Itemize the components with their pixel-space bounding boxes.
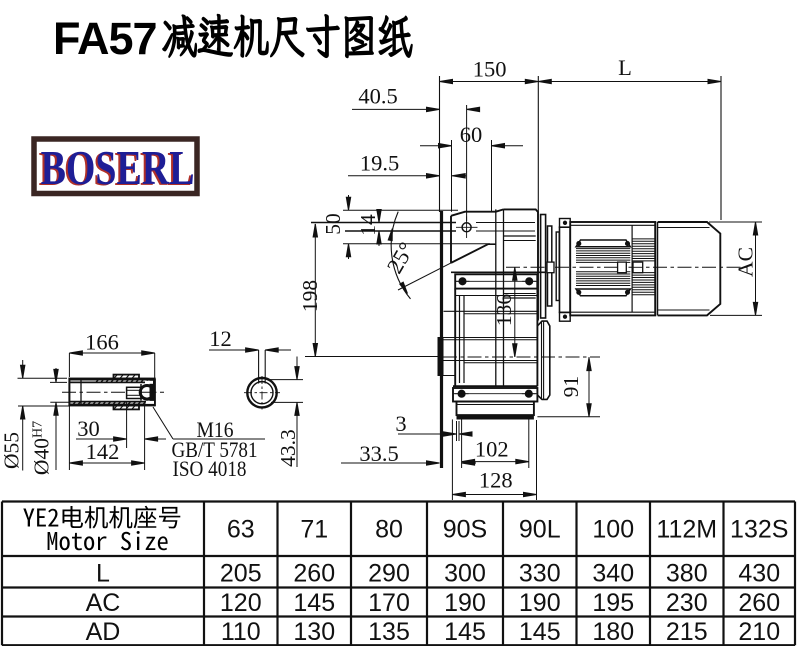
- svg-text:102: 102: [475, 437, 509, 462]
- svg-text:14: 14: [356, 214, 380, 236]
- svg-text:60: 60: [460, 122, 483, 147]
- svg-text:135: 135: [368, 618, 410, 646]
- svg-text:190: 190: [519, 589, 561, 617]
- svg-text:180: 180: [592, 618, 634, 646]
- svg-text:145: 145: [519, 618, 561, 646]
- svg-text:145: 145: [444, 618, 486, 646]
- svg-text:BOSERL: BOSERL: [41, 140, 195, 195]
- svg-text:ISO 4018: ISO 4018: [173, 456, 247, 481]
- svg-text:Ø55: Ø55: [0, 432, 24, 469]
- svg-text:50: 50: [321, 213, 345, 235]
- svg-text:71: 71: [300, 516, 328, 544]
- svg-text:43.3: 43.3: [276, 429, 300, 467]
- svg-text:GB/T 5781: GB/T 5781: [172, 437, 258, 462]
- svg-text:210: 210: [738, 618, 780, 646]
- svg-text:AC: AC: [86, 589, 121, 617]
- svg-text:BOSERL: BOSERL: [39, 141, 193, 196]
- svg-text:166: 166: [85, 330, 119, 355]
- svg-text:M16: M16: [197, 417, 234, 442]
- svg-text:110: 110: [221, 618, 261, 646]
- svg-text:150: 150: [473, 57, 507, 82]
- svg-text:112M: 112M: [656, 516, 717, 544]
- svg-text:260: 260: [293, 560, 335, 588]
- svg-text:430: 430: [738, 560, 780, 588]
- svg-text:380: 380: [666, 560, 708, 588]
- svg-text:3: 3: [395, 411, 406, 436]
- svg-text:L: L: [618, 55, 632, 80]
- svg-text:195: 195: [592, 589, 634, 617]
- svg-text:33.5: 33.5: [359, 441, 398, 466]
- svg-text:260: 260: [738, 589, 780, 617]
- svg-text:91: 91: [559, 376, 583, 398]
- svg-text:30: 30: [77, 416, 100, 441]
- svg-text:80: 80: [375, 516, 403, 544]
- svg-text:205: 205: [220, 560, 262, 588]
- svg-text:63: 63: [227, 516, 255, 544]
- svg-text:198: 198: [298, 280, 322, 312]
- svg-text:136: 136: [492, 294, 516, 327]
- svg-text:FA57: FA57: [53, 13, 157, 64]
- svg-text:340: 340: [592, 560, 634, 588]
- svg-text:290: 290: [368, 560, 410, 588]
- svg-text:215: 215: [666, 618, 708, 646]
- svg-text:120: 120: [220, 589, 262, 617]
- svg-text:230: 230: [666, 589, 708, 617]
- svg-text:L: L: [96, 560, 110, 588]
- svg-text:40.5: 40.5: [358, 84, 397, 109]
- svg-text:330: 330: [519, 560, 561, 588]
- svg-text:100: 100: [592, 516, 634, 544]
- svg-text:130: 130: [293, 618, 335, 646]
- svg-text:145: 145: [293, 589, 335, 617]
- svg-text:170: 170: [368, 589, 410, 617]
- svg-text:90L: 90L: [519, 516, 561, 544]
- svg-text:300: 300: [444, 560, 486, 588]
- svg-text:AD: AD: [86, 618, 121, 646]
- svg-text:128: 128: [479, 468, 513, 493]
- svg-text:19.5: 19.5: [360, 151, 399, 176]
- svg-text:132S: 132S: [730, 516, 788, 544]
- svg-text:90S: 90S: [443, 516, 487, 544]
- svg-text:142: 142: [86, 439, 120, 464]
- svg-text:AC: AC: [734, 247, 758, 277]
- svg-text:190: 190: [444, 589, 486, 617]
- svg-text:12: 12: [209, 326, 232, 351]
